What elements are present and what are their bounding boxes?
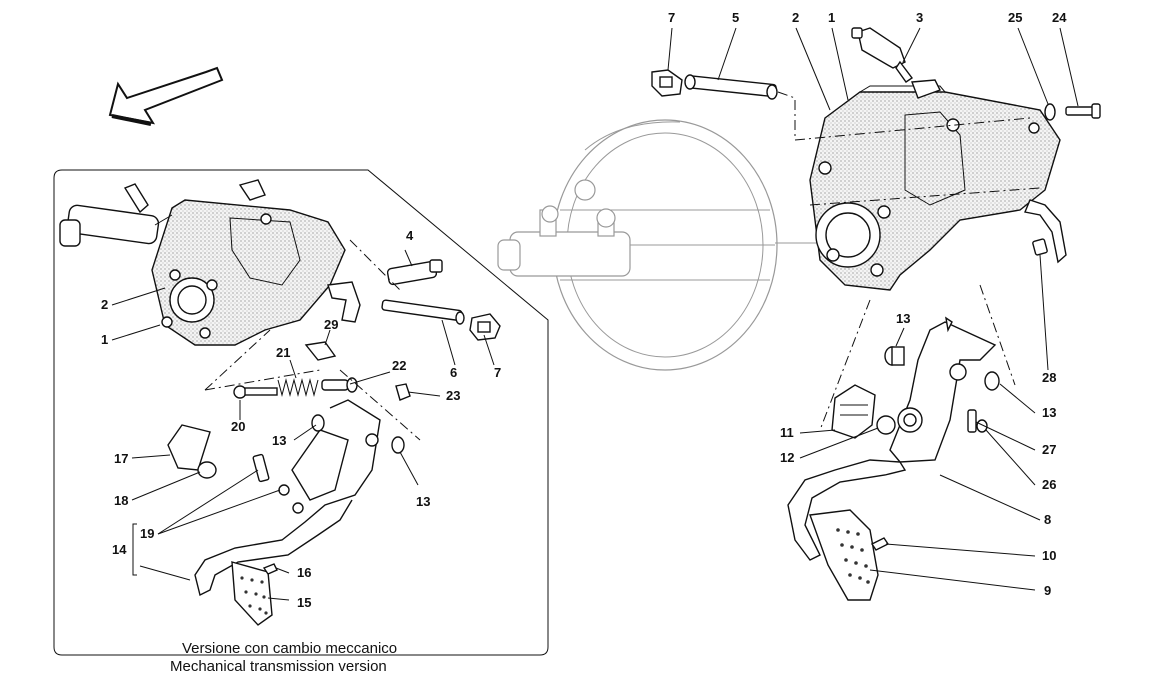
pedal-box-housing-left — [151, 179, 346, 346]
callout-13-left-a: 13 — [272, 433, 286, 448]
callout-7-left: 7 — [494, 365, 501, 380]
callout-19: 19 — [140, 526, 154, 541]
stop-light-switch-3 — [851, 27, 941, 99]
callout-4: 4 — [406, 228, 414, 243]
callout-17: 17 — [114, 451, 128, 466]
bolt-19 — [252, 453, 290, 496]
callout-labels: 7 5 2 1 3 25 24 13 28 13 11 27 12 26 8 1… — [101, 10, 1067, 610]
callout-16: 16 — [297, 565, 311, 580]
leader-lines — [111, 27, 1079, 601]
callout-1-left: 1 — [101, 332, 108, 347]
callout-13-left-b: 13 — [416, 494, 430, 509]
screw-16 — [262, 563, 278, 575]
callout-13-right-a: 13 — [896, 311, 910, 326]
pin-6 — [381, 299, 465, 325]
callout-14: 14 — [112, 542, 127, 557]
sensor-12 — [876, 415, 896, 435]
bracket-11 — [831, 384, 876, 439]
callout-21: 21 — [276, 345, 290, 360]
caption-line-italian: Versione con cambio meccanico — [182, 640, 397, 657]
callout-6: 6 — [450, 365, 457, 380]
callout-28: 28 — [1042, 370, 1056, 385]
clip-7-left — [469, 313, 501, 341]
callout-9: 9 — [1044, 583, 1051, 598]
callout-8: 8 — [1044, 512, 1051, 527]
pedal-box-housing-right — [794, 85, 1067, 291]
clip-7-right — [651, 69, 683, 97]
nut-26 — [976, 419, 988, 433]
caption-line-english: Mechanical transmission version — [170, 658, 387, 675]
rod-20 — [233, 385, 278, 399]
bushing-13-left-b — [391, 436, 405, 454]
callout-10: 10 — [1042, 548, 1056, 563]
brake-pedal-assembly-right — [787, 284, 1016, 601]
bushing-13-a — [884, 346, 905, 366]
pad-17 — [167, 424, 211, 471]
callout-27: 27 — [1042, 442, 1056, 457]
callout-2-right: 2 — [792, 10, 799, 25]
callout-3: 3 — [916, 10, 923, 25]
callout-5: 5 — [732, 10, 739, 25]
front-direction-arrow-icon — [108, 66, 224, 126]
callout-1-right: 1 — [828, 10, 835, 25]
bolt-24 — [1065, 103, 1101, 119]
callout-7-right: 7 — [668, 10, 675, 25]
bushing-13-b — [984, 371, 1000, 391]
inset-frame — [53, 169, 549, 656]
callout-13-right-b: 13 — [1042, 405, 1056, 420]
callout-25: 25 — [1008, 10, 1022, 25]
bushing-18 — [197, 461, 217, 479]
spring-21 — [277, 378, 319, 397]
screw-10 — [870, 537, 890, 551]
callout-18: 18 — [114, 493, 128, 508]
callout-22: 22 — [392, 358, 406, 373]
callout-20: 20 — [231, 419, 245, 434]
callout-26: 26 — [1042, 477, 1056, 492]
callout-24: 24 — [1052, 10, 1067, 25]
callout-11: 11 — [780, 425, 794, 440]
callout-29: 29 — [324, 317, 338, 332]
bushing-13-left-a — [311, 414, 325, 432]
washer-25 — [1044, 103, 1056, 121]
bracket-29 — [304, 281, 361, 361]
clutch-master-cylinder — [59, 183, 173, 247]
brake-booster-ghost — [497, 119, 820, 371]
push-rod-5 — [684, 74, 796, 140]
callout-12: 12 — [780, 450, 794, 465]
spring-27 — [967, 409, 977, 433]
switch-4 — [386, 259, 443, 286]
clip-23 — [395, 383, 411, 401]
callout-2-left: 2 — [101, 297, 108, 312]
callout-15: 15 — [297, 595, 311, 610]
callout-23: 23 — [446, 388, 460, 403]
clip-28 — [1032, 238, 1048, 256]
clutch-pedal-assembly-left — [194, 399, 381, 626]
